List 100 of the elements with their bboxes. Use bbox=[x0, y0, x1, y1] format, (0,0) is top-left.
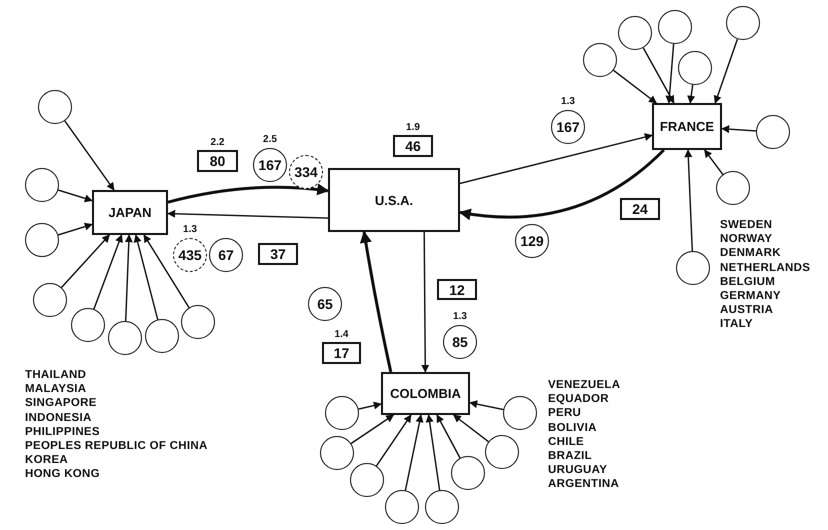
value-circle: 129 bbox=[515, 224, 549, 258]
value-text: 17 bbox=[334, 345, 350, 361]
country-name: THAILAND bbox=[25, 368, 86, 382]
value-text: 167 bbox=[258, 157, 282, 173]
arrow bbox=[168, 184, 330, 204]
arrow bbox=[60, 234, 110, 288]
country-name: SINGAPORE bbox=[25, 396, 97, 410]
arrow bbox=[58, 222, 93, 236]
arrow bbox=[458, 148, 665, 220]
arrow bbox=[613, 70, 657, 104]
arrow bbox=[687, 84, 696, 104]
ratio-label: 1.3 bbox=[452, 311, 468, 323]
ratio-label: 1.4 bbox=[334, 329, 350, 341]
arrow bbox=[642, 48, 675, 104]
arrow bbox=[721, 125, 756, 134]
country-circle bbox=[181, 305, 215, 339]
country-name: ITALY bbox=[720, 317, 753, 332]
ratio-label: 1.3 bbox=[182, 224, 198, 236]
country-name: BRAZIL bbox=[548, 449, 592, 463]
country-circle bbox=[676, 251, 710, 285]
country-name: MALAYSIA bbox=[25, 382, 86, 396]
country-circle bbox=[38, 90, 72, 124]
country-circle bbox=[658, 10, 692, 44]
country-name: INDONESIA bbox=[25, 410, 92, 425]
country-name: EQUADOR bbox=[548, 392, 609, 406]
country-circle bbox=[618, 16, 652, 50]
country-box: JAPAN bbox=[92, 190, 168, 235]
country-circle bbox=[145, 319, 179, 353]
country-box: FRANCE bbox=[652, 103, 722, 150]
country-name: NETHERLANDS bbox=[720, 260, 810, 275]
country-name: HONG KONG bbox=[25, 467, 100, 482]
country-circle bbox=[485, 435, 519, 469]
arrow bbox=[167, 210, 328, 219]
country-circle bbox=[325, 396, 359, 430]
country-name: ARGENTINA bbox=[548, 477, 620, 492]
country-circle bbox=[726, 6, 760, 40]
country-name: PHILIPPINES bbox=[25, 424, 100, 439]
ratio-label: 1.9 bbox=[405, 122, 421, 134]
ratio-label: 2.5 bbox=[262, 134, 278, 146]
ratio-label: 2.2 bbox=[210, 137, 226, 149]
arrow bbox=[426, 414, 440, 490]
value-circle: 67 bbox=[209, 238, 243, 272]
arrow bbox=[436, 414, 461, 458]
arrow bbox=[360, 230, 392, 372]
country-name: AUSTRIA bbox=[720, 303, 774, 318]
country-circle bbox=[71, 308, 105, 342]
country-name: NORWAY bbox=[720, 232, 772, 246]
arrow bbox=[452, 414, 489, 442]
country-circle bbox=[320, 436, 354, 470]
value-text: 80 bbox=[210, 153, 226, 169]
arrow bbox=[376, 414, 412, 466]
arrow bbox=[93, 234, 123, 310]
arrow bbox=[665, 44, 674, 104]
arrow bbox=[404, 414, 424, 491]
arrow bbox=[64, 120, 115, 191]
country-name: GERMANY bbox=[720, 289, 781, 303]
value-text: 46 bbox=[405, 138, 421, 154]
country-circle bbox=[425, 490, 459, 524]
arrow bbox=[469, 400, 504, 410]
country-name: URUGUAY bbox=[548, 463, 608, 478]
country-circle bbox=[451, 456, 485, 490]
value-text: 167 bbox=[556, 119, 580, 135]
arrow bbox=[714, 38, 738, 104]
arrow bbox=[58, 189, 93, 202]
country-name: DENMARK bbox=[720, 246, 781, 260]
country-name: PERU bbox=[548, 406, 582, 420]
value-text: 435 bbox=[178, 247, 202, 263]
arrow bbox=[704, 149, 724, 175]
country-circle bbox=[108, 321, 142, 355]
value-box: 12 bbox=[437, 279, 477, 300]
ratio-label: 1.3 bbox=[560, 96, 576, 108]
arrow bbox=[460, 133, 653, 184]
country-name: CHILE bbox=[548, 434, 584, 449]
country-name: KOREA bbox=[25, 453, 68, 468]
country-name: PEOPLES REPUBLIC OF CHINA bbox=[25, 439, 208, 453]
country-circle bbox=[678, 51, 712, 85]
country-name: VENEZUELA bbox=[548, 378, 620, 392]
country-circle bbox=[25, 168, 59, 202]
country-name: BELGIUM bbox=[720, 274, 776, 289]
arrow bbox=[124, 234, 133, 322]
country-box: COLOMBIA bbox=[381, 372, 470, 415]
country-circle bbox=[503, 396, 537, 430]
arrow bbox=[684, 149, 693, 252]
dashed-value-circle: 334 bbox=[289, 155, 323, 189]
arrow bbox=[358, 402, 382, 410]
value-box: 37 bbox=[258, 243, 298, 265]
country-circle bbox=[350, 463, 384, 497]
value-circle: 65 bbox=[308, 287, 342, 321]
country-circle bbox=[385, 490, 419, 524]
value-text: 85 bbox=[452, 334, 468, 350]
country-circle bbox=[25, 223, 59, 257]
arrow bbox=[134, 234, 158, 320]
arrow bbox=[143, 234, 190, 308]
country-name: SWEDEN bbox=[720, 218, 772, 232]
country-circle bbox=[756, 115, 790, 149]
arrow bbox=[421, 232, 430, 373]
country-circle bbox=[583, 43, 617, 77]
arrow bbox=[350, 414, 394, 444]
value-box: 24 bbox=[620, 198, 660, 220]
country-circle bbox=[716, 171, 750, 205]
